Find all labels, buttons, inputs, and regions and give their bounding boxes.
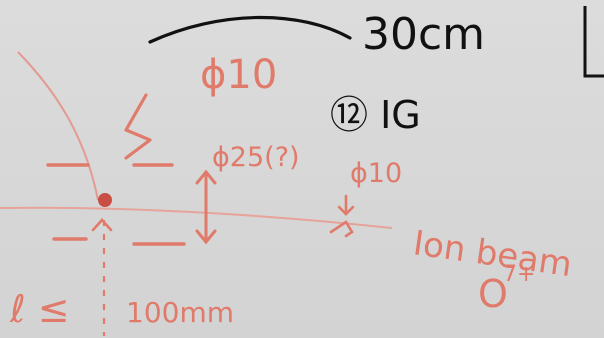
- caret-mark: [91, 218, 113, 232]
- species-charge-label: 7+: [503, 262, 535, 287]
- length-constraint-label: ℓ ≤: [9, 287, 70, 331]
- length-value-label: 100mm: [126, 296, 234, 329]
- trajectory-curve: [17, 51, 99, 201]
- phi10-pointer: [124, 93, 152, 160]
- species-label: O: [478, 272, 508, 316]
- top-dimension-label: 30cm: [362, 9, 485, 60]
- target-point: [98, 193, 112, 207]
- phi10-right-label: ϕ10: [350, 158, 402, 189]
- ig-label: ⑫ IG: [330, 93, 421, 137]
- frame-corner: [583, 6, 604, 78]
- phi25-arrow-up: [195, 169, 217, 185]
- phi10-right-mark: [329, 220, 354, 238]
- phi10-right-arrow-head: [337, 205, 355, 216]
- phi10-top-label: ϕ10: [200, 52, 277, 98]
- phi25-label: ϕ25(?): [212, 142, 300, 173]
- ion-beam-line: [0, 206, 393, 229]
- top-arc: [148, 15, 352, 44]
- phi25-arrow-down: [195, 229, 217, 245]
